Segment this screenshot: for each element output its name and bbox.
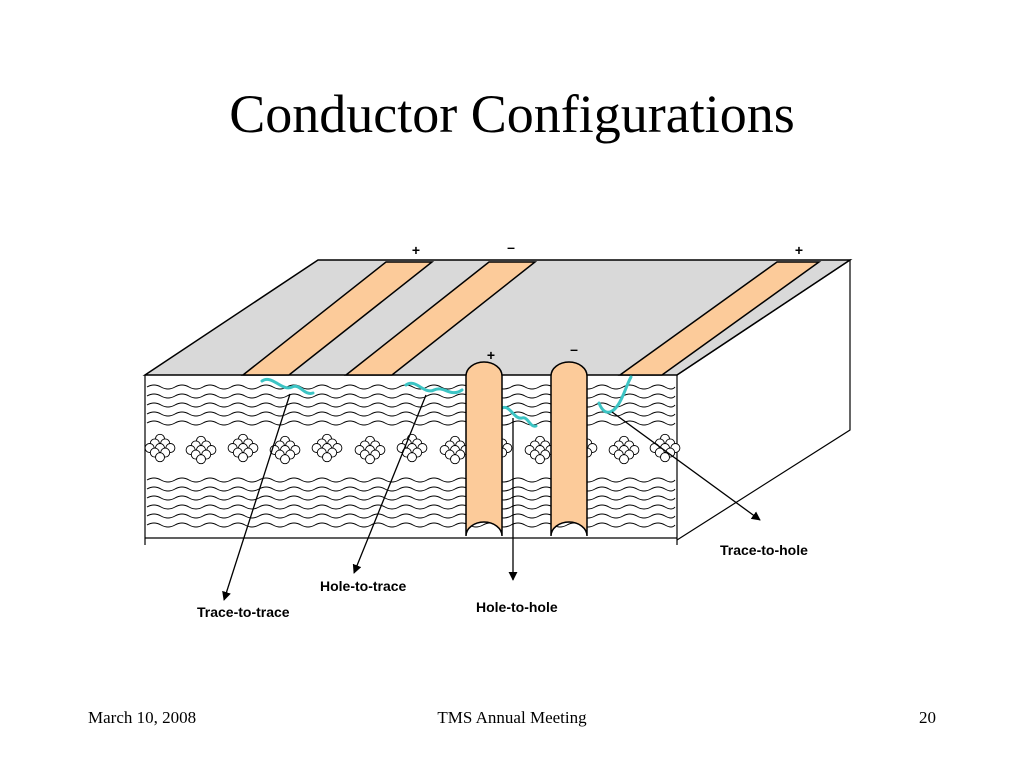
board-side-face xyxy=(676,258,851,541)
weave-line xyxy=(146,504,676,510)
polarity-mark-trace-2: – xyxy=(507,239,515,255)
glass-fiber xyxy=(407,452,417,463)
trace-1 xyxy=(240,261,435,376)
glass-fiber xyxy=(450,454,460,465)
label-trace-to-hole: Trace-to-hole xyxy=(720,542,808,558)
polarity-mark-trace-3: + xyxy=(795,242,803,258)
leader-arrows xyxy=(222,393,761,601)
leakage-path-hole-to-trace xyxy=(404,381,464,395)
glass-weave-lines xyxy=(146,384,676,528)
label-trace-to-trace: Trace-to-trace xyxy=(197,604,290,620)
label-hole-to-trace: Hole-to-trace xyxy=(320,578,407,594)
arrow-trace-to-hole xyxy=(611,411,761,521)
leakage-paths xyxy=(260,375,633,428)
via-2 xyxy=(550,361,588,537)
glass-fiber xyxy=(660,452,670,463)
label-hole-to-hole: Hole-to-hole xyxy=(476,599,558,615)
glass-fiber xyxy=(155,452,165,463)
weave-line xyxy=(146,402,676,408)
glass-fiber xyxy=(365,454,375,465)
arrow-trace-to-trace xyxy=(222,393,291,601)
weave-line xyxy=(146,393,676,399)
arrow-hole-to-trace xyxy=(352,394,427,574)
glass-fiber xyxy=(280,454,290,465)
weave-line xyxy=(146,486,676,492)
polarity-mark-via-1: + xyxy=(487,347,495,363)
polarity-mark-trace-1: + xyxy=(412,242,420,258)
glass-fiber xyxy=(322,452,332,463)
polarity-mark-via-2: – xyxy=(570,341,578,357)
weave-line xyxy=(146,411,676,417)
glass-fiber-bundles xyxy=(144,433,681,465)
footer-event: TMS Annual Meeting xyxy=(437,708,587,727)
glass-fiber xyxy=(196,454,206,465)
glass-fiber xyxy=(535,454,545,465)
weave-line xyxy=(146,477,676,483)
via-1 xyxy=(465,361,503,537)
leakage-path-hole-to-hole xyxy=(500,405,538,428)
weave-line xyxy=(146,384,676,390)
footer-date: March 10, 2008 xyxy=(88,708,197,727)
weave-line xyxy=(146,513,676,519)
weave-line xyxy=(146,495,676,501)
leakage-path-trace-to-trace xyxy=(260,377,315,395)
weave-line xyxy=(146,420,676,426)
glass-fiber xyxy=(619,454,629,465)
trace-3 xyxy=(617,261,822,376)
footer-page-number: 20 xyxy=(919,708,936,727)
glass-fiber xyxy=(238,452,248,463)
leakage-path-trace-to-hole xyxy=(597,375,633,414)
trace-2 xyxy=(343,261,538,376)
weave-line xyxy=(146,522,676,528)
slide-title: Conductor Configurations xyxy=(229,84,795,144)
